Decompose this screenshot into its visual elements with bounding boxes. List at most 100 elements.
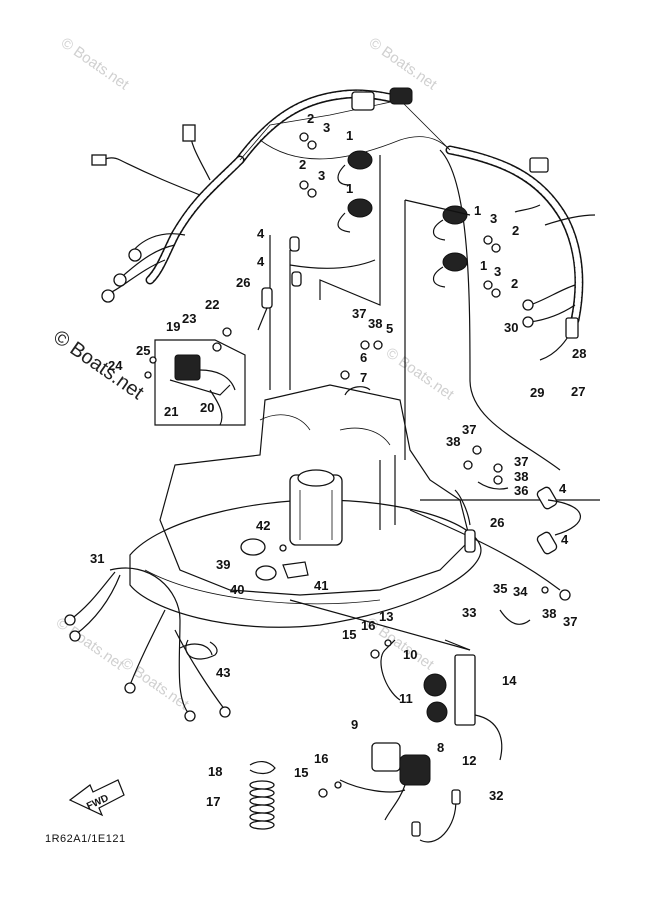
relay-cover: [371, 742, 401, 772]
plug-cap-group: [257, 236, 581, 555]
watermark-group: © Boats.net © Boats.net © Boats.net © Bo…: [49, 34, 457, 713]
callout-number: 3: [490, 211, 497, 226]
washer: [483, 280, 493, 290]
starter-motor-cap: [297, 469, 335, 487]
callout-number: 2: [299, 157, 306, 172]
ignition-coil: [347, 150, 373, 170]
callout-number: 40: [230, 582, 244, 597]
callout-number: 26: [236, 275, 250, 290]
callout-number: 3: [494, 264, 501, 279]
ring-terminal: [113, 273, 127, 287]
harness-plug: [389, 87, 413, 105]
washer: [384, 639, 392, 647]
harness-plug: [182, 124, 196, 142]
starter-relay: [423, 673, 447, 697]
washer: [373, 340, 383, 350]
callout-number: 2: [512, 223, 519, 238]
callout-number: 10: [403, 647, 417, 662]
callout-number: 31: [90, 551, 104, 566]
callout-number: 32: [489, 788, 503, 803]
spark-plug-cap: [536, 531, 558, 555]
bolt-head: [299, 132, 309, 142]
callout-number: 24: [108, 358, 123, 373]
screw: [212, 342, 222, 352]
callout-number: 1: [346, 181, 353, 196]
engine-block: [129, 384, 482, 628]
callout-number: 42: [256, 518, 270, 533]
ignition-coil: [442, 205, 468, 225]
bolt-head: [472, 445, 482, 455]
ignition-coil: [347, 198, 373, 218]
washer: [307, 188, 317, 198]
callout-number: 26: [490, 515, 504, 530]
callout-number: 11: [399, 691, 413, 706]
callout-number: 18: [208, 764, 222, 779]
battery-cable-harness: [64, 567, 231, 722]
rectifier-unit: [174, 354, 201, 381]
forward-direction-arrow: FWD: [68, 779, 125, 817]
bolt-head: [318, 788, 328, 798]
misc-parts: [185, 639, 461, 843]
callout-number: 15: [342, 627, 356, 642]
cable-clamp-spring: [249, 780, 275, 830]
callout-number: 21: [164, 404, 178, 419]
callout-number: 43: [216, 665, 230, 680]
callout-number: 4: [561, 532, 569, 547]
callout-number: 1: [480, 258, 487, 273]
callout-number: 23: [182, 311, 196, 326]
relay-assembly: [318, 639, 503, 821]
callout-number: 17: [206, 794, 220, 809]
bolt-head: [360, 340, 370, 350]
callout-number: 38: [514, 469, 528, 484]
callout-number: 9: [351, 717, 358, 732]
callout-number: 4: [257, 254, 265, 269]
spark-plug-cap: [536, 486, 558, 510]
fwd-label: FWD: [85, 793, 110, 813]
ring-terminal: [101, 289, 115, 303]
reference-lines: [154, 155, 600, 651]
harness-connector: [529, 157, 549, 173]
diagram-code: 1R62A1/1E121: [45, 833, 126, 845]
callout-number: 19: [166, 319, 180, 334]
callout-number: 4: [559, 481, 567, 496]
bolt-group-right: [340, 340, 571, 625]
watermark: © Boats.net: [53, 614, 128, 673]
callout-number: 4: [257, 226, 265, 241]
callout-number: 14: [502, 673, 517, 688]
callout-number: 38: [542, 606, 556, 621]
callout-number: 27: [571, 384, 585, 399]
callout-number: 29: [530, 385, 544, 400]
grommet: [240, 538, 266, 556]
callout-number: 37: [563, 614, 577, 629]
harness-connector: [351, 91, 375, 111]
bolt-head: [222, 327, 232, 337]
callout-number: 15: [294, 765, 308, 780]
callout-number: 38: [446, 434, 460, 449]
callout-number: 16: [361, 618, 375, 633]
bolt-head: [559, 589, 571, 601]
bolt-head: [370, 649, 380, 659]
callout-number: 41: [314, 578, 328, 593]
callout-number: 30: [504, 320, 518, 335]
callout-number: 35: [493, 581, 507, 596]
ring-terminal: [522, 299, 534, 311]
bolt-head: [491, 243, 501, 253]
spark-plug-cap: [289, 236, 300, 252]
ring-terminal: [522, 316, 534, 328]
washer: [493, 475, 503, 485]
washer: [149, 356, 157, 364]
callout-number: 25: [136, 343, 150, 358]
harness-plug: [91, 154, 107, 166]
callout-number: 28: [572, 346, 586, 361]
watermark: © Boats.net: [383, 344, 458, 403]
bolt-head: [491, 288, 501, 298]
lower-bracket-parts: [240, 538, 309, 581]
ring-terminal: [219, 706, 231, 718]
callout-number: 3: [318, 168, 325, 183]
ring-terminal: [128, 248, 142, 262]
fuse-holder: [464, 529, 476, 553]
ring-terminal: [124, 682, 136, 694]
callout-number: 8: [437, 740, 444, 755]
callout-number: 3: [323, 120, 330, 135]
lead-wire-plug: [411, 821, 421, 837]
